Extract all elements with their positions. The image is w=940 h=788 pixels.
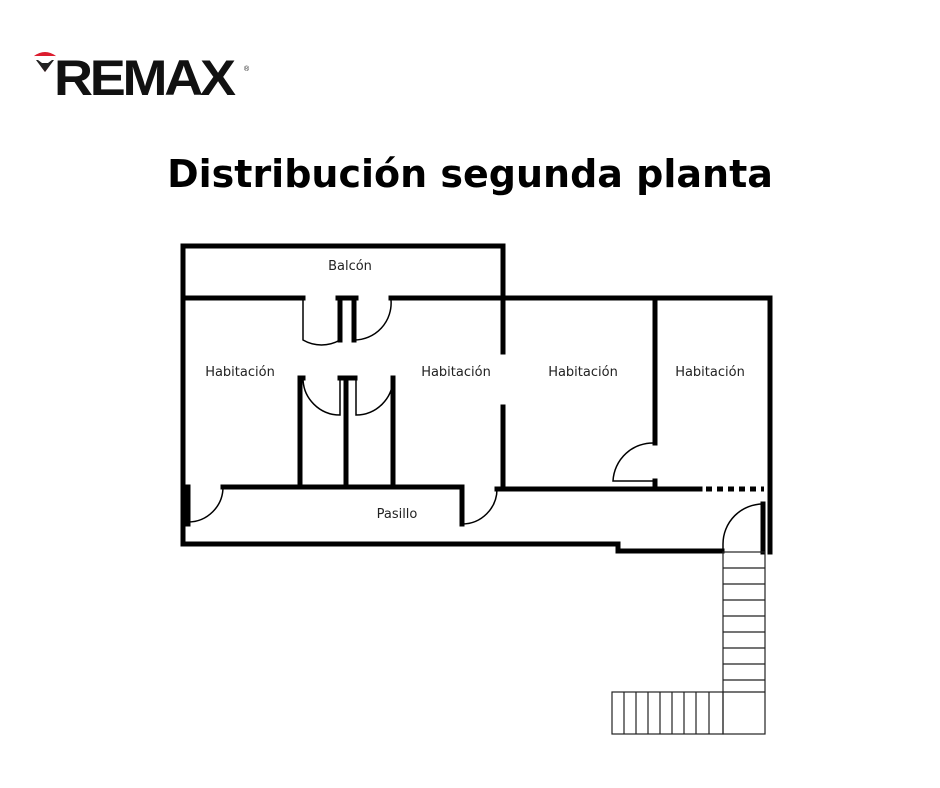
label-hallway: Pasillo [377,507,418,522]
door-closet-right [355,377,394,416]
label-bedroom-3: Habitación [548,365,618,380]
door-hallway-bedroom2 [461,488,498,525]
remax-balloon-icon [34,52,56,72]
registered-mark: ® [244,66,250,73]
doors [187,298,764,552]
remax-wordmark: REMAX [54,50,236,106]
page-title: Distribución segunda planta [167,152,773,196]
remax-logo: REMAX ® [32,46,254,116]
door-closet-left [302,377,341,416]
door-stairs [722,503,764,552]
room-labels: Balcón Habitación Habitación Habitación … [205,259,745,522]
door-hallway-west [187,486,224,523]
label-balcony: Balcón [328,259,372,274]
stair-flight-vertical [722,551,766,735]
door-bedroom4 [612,442,656,482]
stairs [611,551,766,735]
door-balcony-left [302,298,341,346]
walls [180,243,773,555]
label-bedroom-1: Habitación [205,365,275,380]
label-bedroom-4: Habitación [675,365,745,380]
label-bedroom-2: Habitación [421,365,491,380]
stair-flight-horizontal [611,691,724,735]
door-balcony-right [353,298,392,341]
